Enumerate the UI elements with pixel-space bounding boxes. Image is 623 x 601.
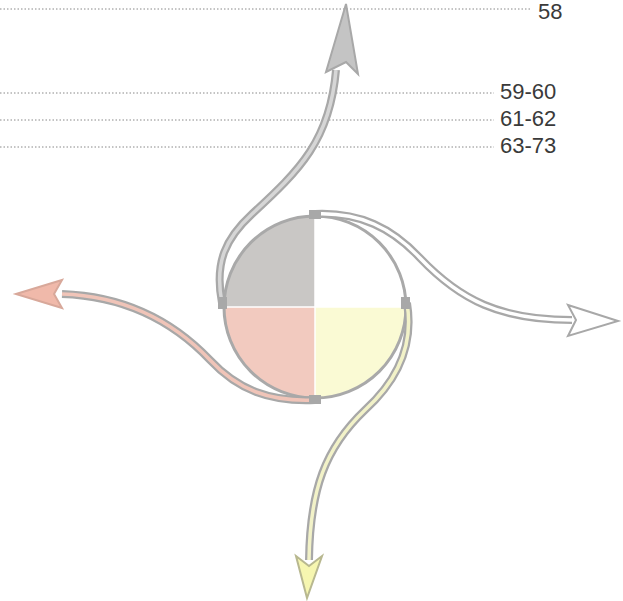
page-number: 58 — [536, 0, 564, 24]
quadrant-circle — [224, 216, 406, 398]
circle-tabs — [218, 210, 410, 404]
page-number: 63-73 — [498, 134, 558, 158]
cycle-arrows — [62, 70, 572, 560]
page-number: 61-62 — [498, 107, 558, 131]
page-number: 59-60 — [498, 80, 558, 104]
leader-lines — [0, 9, 532, 147]
arrowheads — [16, 4, 618, 598]
